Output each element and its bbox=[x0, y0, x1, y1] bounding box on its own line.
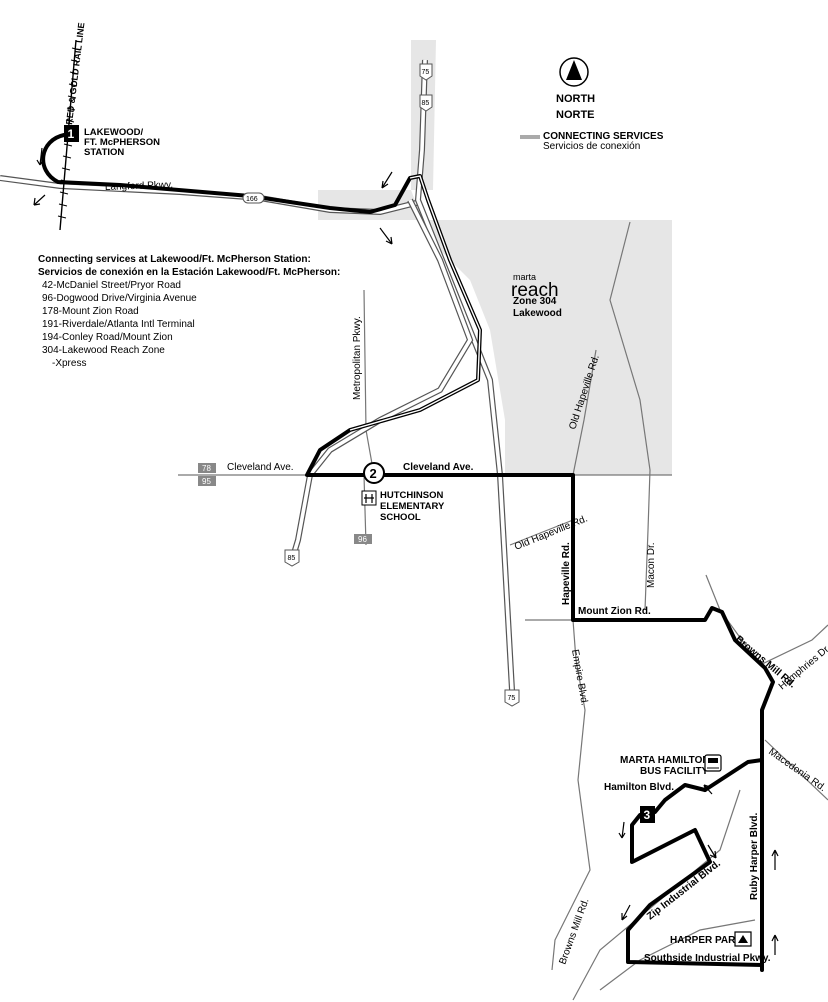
shield-i75-top: 75 bbox=[419, 63, 433, 81]
route-line bbox=[41, 133, 775, 972]
svg-text:166: 166 bbox=[246, 196, 258, 203]
zone-brand-top: marta bbox=[513, 272, 536, 282]
service-item: 191-Riverdale/Atlanta Intl Terminal bbox=[42, 319, 195, 330]
direction-arrows bbox=[33, 147, 779, 955]
shield-i85-bottom: 85 bbox=[284, 549, 300, 567]
street-hamilton: Hamilton Blvd. bbox=[604, 782, 674, 793]
svg-text:78: 78 bbox=[202, 464, 211, 473]
shield-us95: 95 bbox=[198, 476, 216, 486]
stop-2-label-line2: ELEMENTARY bbox=[380, 501, 445, 512]
street-old-hapeville-south: Old Hapeville Rd. bbox=[513, 513, 589, 552]
service-item: 96-Dogwood Drive/Virginia Avenue bbox=[42, 293, 197, 304]
stop-1-label-line1: LAKEWOOD/ bbox=[84, 127, 143, 138]
service-item: -Xpress bbox=[52, 358, 87, 369]
street-mount-zion: Mount Zion Rd. bbox=[578, 606, 651, 617]
stop-1-label-line3: STATION bbox=[84, 147, 124, 158]
stop-2-label-line3: SCHOOL bbox=[380, 512, 421, 523]
marta-hamilton-label-1: MARTA HAMILTON bbox=[620, 755, 710, 766]
zone-brand-main: reach bbox=[511, 280, 559, 301]
legend-connecting-es: Servicios de conexión bbox=[543, 141, 640, 152]
stop-3-marker: 3 bbox=[640, 806, 655, 823]
street-macedonia: Macedonia Rd. bbox=[766, 746, 827, 794]
street-metropolitan: Metropolitan Pkwy. bbox=[352, 316, 363, 400]
street-cleveland-west: Cleveland Ave. bbox=[227, 462, 294, 473]
shield-sr96: 96 bbox=[354, 534, 372, 544]
service-item: 304-Lakewood Reach Zone bbox=[42, 345, 165, 356]
street-empire: Empire Blvd. bbox=[569, 649, 590, 707]
rail-line-label: RED & GOLD RAIL LINE bbox=[64, 22, 86, 125]
street-browns-mill-south: Browns Mill Rd. bbox=[557, 897, 591, 966]
legend-connecting-en: CONNECTING SERVICES bbox=[543, 131, 664, 142]
street-ruby-harper: Ruby Harper Blvd. bbox=[749, 813, 760, 900]
compass-norte: NORTE bbox=[556, 109, 595, 121]
shield-sr166: 166 bbox=[242, 192, 265, 204]
svg-text:85: 85 bbox=[422, 100, 430, 107]
harper-park-label: HARPER PARK bbox=[670, 935, 743, 946]
marta-hamilton-label-2: BUS FACILITY bbox=[640, 766, 709, 777]
svg-text:75: 75 bbox=[508, 695, 516, 702]
stop-2-label-line1: HUTCHINSON bbox=[380, 490, 443, 501]
street-humphries: Humphries Dr. bbox=[777, 643, 828, 693]
shield-i85-top: 85 bbox=[419, 94, 433, 112]
street-macon: Macon Dr. bbox=[646, 542, 657, 588]
connecting-services-panel: Connecting services at Lakewood/Ft. McPh… bbox=[38, 253, 348, 370]
connecting-services-heading-en: Connecting services at Lakewood/Ft. McPh… bbox=[38, 254, 311, 265]
svg-text:85: 85 bbox=[288, 555, 296, 562]
compass-north: NORTH bbox=[556, 93, 595, 105]
service-item: 42-McDaniel Street/Pryor Road bbox=[42, 280, 181, 291]
street-cleveland-east: Cleveland Ave. bbox=[403, 462, 474, 473]
bus-icon bbox=[704, 754, 722, 772]
stop-1-label-line2: FT. McPHERSON bbox=[84, 137, 160, 148]
service-item: 178-Mount Zion Road bbox=[42, 306, 139, 317]
interstates bbox=[0, 59, 515, 691]
connecting-services-heading-es: Servicios de conexión en la Estación Lak… bbox=[38, 267, 341, 278]
stop-1-marker: 1 bbox=[64, 125, 79, 142]
shield-i75-bottom: 75 bbox=[504, 689, 520, 707]
stop-2-marker: 2 bbox=[363, 462, 385, 484]
north-arrow-icon bbox=[559, 57, 589, 87]
service-item: 194-Conley Road/Mount Zion bbox=[42, 332, 173, 343]
svg-text:3: 3 bbox=[644, 808, 651, 822]
svg-text:96: 96 bbox=[358, 535, 367, 544]
reach-zone-area bbox=[318, 40, 672, 475]
street-hapeville: Hapeville Rd. bbox=[561, 542, 572, 605]
street-langford: Langford Pkwy. bbox=[105, 180, 174, 193]
school-icon bbox=[361, 490, 377, 506]
shield-us78: 78 bbox=[198, 463, 216, 473]
svg-text:2: 2 bbox=[370, 466, 377, 481]
svg-text:95: 95 bbox=[202, 477, 211, 486]
zone-area: Lakewood bbox=[513, 308, 562, 319]
park-icon bbox=[734, 931, 752, 947]
street-zip-industrial: Zip Industrial Blvd. bbox=[645, 858, 723, 922]
street-southside: Southside Industrial Pkwy. bbox=[644, 953, 771, 964]
svg-text:75: 75 bbox=[422, 69, 430, 76]
svg-text:1: 1 bbox=[68, 127, 75, 141]
zone-name: Zone 304 bbox=[513, 296, 557, 307]
